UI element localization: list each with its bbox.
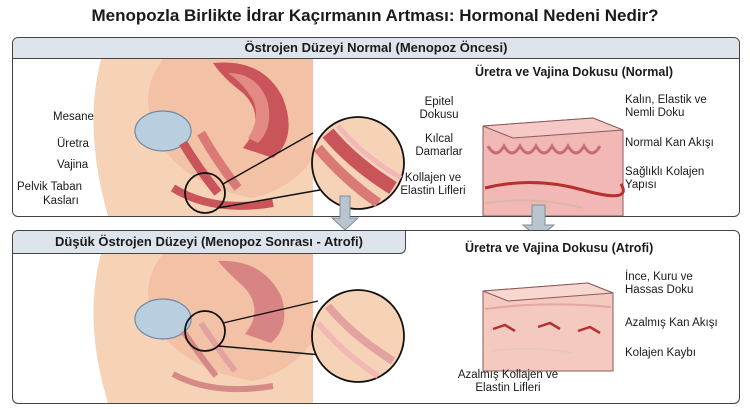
page-title: Menopozla Birlikte İdrar Kaçırmanın Artm… — [91, 6, 659, 25]
label-kilcal-1: Kılcal — [424, 133, 454, 145]
label-mesane: Mesane — [53, 111, 94, 123]
label-kalin-2: Nemli Doku — [625, 107, 685, 119]
label-ince-1: İnce, Kuru ve — [625, 271, 693, 283]
label-pelvik-2: Kasları — [43, 195, 79, 207]
down-arrow-left — [330, 195, 360, 231]
normal-tissue-title: Üretra ve Vajina Dokusu (Normal) — [475, 65, 673, 79]
label-epitel-1: Epitel — [424, 96, 454, 108]
label-ince-2: Hassas Doku — [625, 284, 694, 296]
label-uretra: Üretra — [57, 138, 89, 150]
label-kolajen-kaybi: Kolajen Kaybı — [625, 347, 696, 359]
label-kalin-1: Kalın, Elastik ve — [625, 94, 707, 106]
label-epitel-2: Dokusu — [419, 109, 459, 121]
label-azalmis-kan: Azalmış Kan Akışı — [625, 317, 718, 329]
label-vajina: Vajina — [57, 159, 89, 171]
label-kollajen-1: Kollajen ve — [404, 172, 462, 184]
label-saglikli-2: Yapısı — [625, 179, 657, 191]
premenopause-anatomy-illustration — [93, 59, 625, 216]
label-kollajen-2: Elastin Lifleri — [400, 185, 466, 197]
label-saglikli-1: Sağlıklı Kolajen — [625, 166, 705, 178]
label-normal-kan: Normal Kan Akışı — [625, 137, 714, 149]
postmenopause-panel: Düşük Östrojen Düzeyi (Menopoz Sonrası -… — [12, 230, 740, 404]
label-azalmis-kollajen-1: Azalmış Kollajen ve — [457, 369, 559, 381]
postmenopause-anatomy-illustration — [93, 254, 614, 403]
premenopause-header: Östrojen Düzeyi Normal (Menopoz Öncesi) — [13, 38, 739, 59]
label-kilcal-2: Damarlar — [415, 146, 463, 158]
premenopause-panel: Östrojen Düzeyi Normal (Menopoz Öncesi) — [12, 37, 740, 217]
postmenopause-header: Düşük Östrojen Düzeyi (Menopoz Sonrası -… — [13, 231, 406, 254]
label-azalmis-kollajen-2: Elastin Lifleri — [475, 382, 541, 394]
atrophy-tissue-title: Üretra ve Vajina Dokusu (Atrofi) — [465, 241, 654, 255]
label-pelvik-1: Pelvik Taban — [17, 181, 82, 193]
